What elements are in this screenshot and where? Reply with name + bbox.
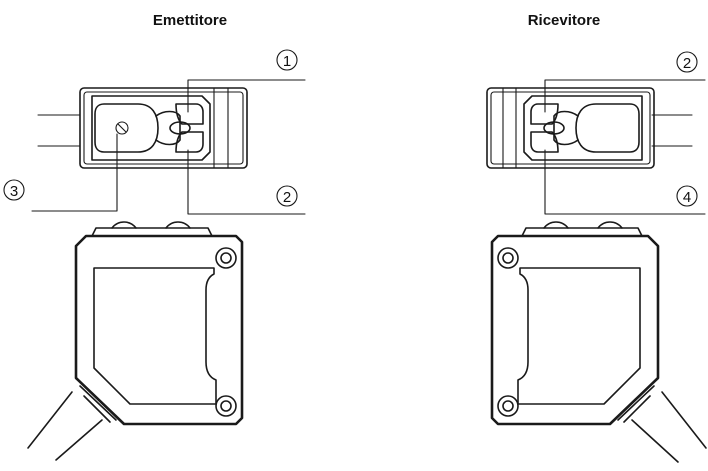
emitter-callout-label: 3 xyxy=(10,183,18,200)
receiver-title: Ricevitore xyxy=(528,12,601,29)
emitter-callout-label: 2 xyxy=(283,189,291,206)
emitter-title: Emettitore xyxy=(153,12,227,29)
emitter-callout-label: 1 xyxy=(283,53,291,70)
emitter-callouts: 1 2 3 xyxy=(3,49,306,215)
receiver-callout-label: 4 xyxy=(683,189,691,206)
emitter-front-view xyxy=(27,221,244,461)
receiver-callout-label: 2 xyxy=(683,55,691,72)
receiver-front-view xyxy=(490,221,707,463)
emitter-top-view xyxy=(37,87,248,169)
receiver-callouts: 2 4 xyxy=(544,51,706,215)
receiver-top-view xyxy=(486,87,693,169)
